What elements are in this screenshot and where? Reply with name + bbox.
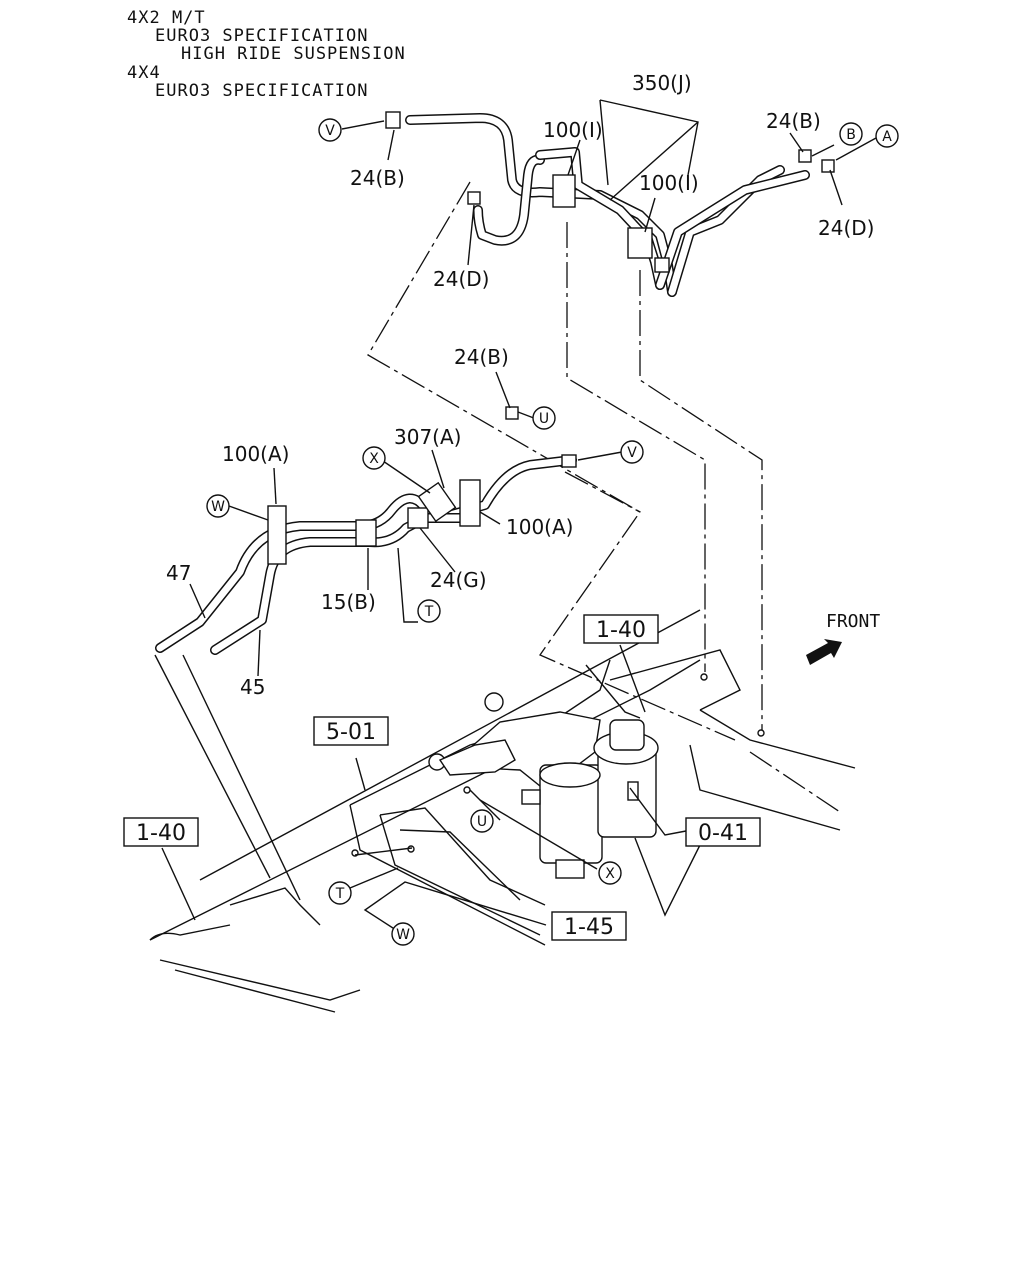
routing-lines	[564, 222, 841, 813]
clamp-small	[654, 257, 670, 273]
marker-v-mid-circle	[620, 440, 644, 464]
marker-x-mid-circle	[362, 446, 386, 470]
clip-100a-right	[459, 479, 481, 527]
label-24g: 24(G)	[430, 568, 487, 592]
clamp-15b	[355, 519, 377, 547]
ref-1-40-top: 1-40	[596, 618, 646, 643]
front-label: FRONT	[826, 611, 880, 632]
spec-line-2: EURO3 SPECIFICATION	[155, 26, 369, 46]
spec-line-3: HIGH RIDE SUSPENSION	[181, 44, 406, 64]
middle-line-assembly	[155, 406, 577, 655]
clip-100a-left	[267, 505, 287, 565]
filter-drain-left	[555, 859, 585, 879]
bracket-arm	[438, 739, 516, 776]
marker-u-low: U	[477, 814, 487, 830]
front-arrow: FRONT	[806, 611, 880, 665]
label-45: 45	[240, 675, 265, 699]
marker-t-low: T	[335, 886, 345, 902]
filter-head-left	[539, 762, 601, 788]
label-100a-right: 100(A)	[506, 515, 573, 539]
label-24b-u: 24(B)	[454, 345, 509, 369]
clamp-24b-b	[798, 149, 812, 163]
ref-box-1-40-left	[123, 817, 199, 847]
clip-100i-b	[627, 227, 653, 259]
end-v-mid	[561, 454, 577, 468]
part-labels: 350(J) 100(I) 100(I) 24(B) 24(B) 24(D) 2…	[166, 71, 874, 699]
marker-b: B	[846, 127, 856, 143]
ref-1-45: 1-45	[564, 915, 614, 940]
clamp-24b-v	[385, 111, 401, 129]
label-100i-a: 100(I)	[543, 118, 603, 142]
label-24d-right: 24(D)	[818, 216, 874, 240]
reference-boxes: 1-40 5-01 1-40 0-41 1-45	[123, 614, 761, 941]
ref-1-40-left: 1-40	[136, 821, 186, 846]
middle-leaders	[154, 371, 623, 901]
label-350j: 350(J)	[632, 71, 692, 95]
marker-w-low-circle	[391, 922, 415, 946]
connection-markers: V B A U X V W T U X T W	[206, 118, 899, 946]
arrow-icon	[806, 639, 842, 665]
label-100a-left: 100(A)	[222, 442, 289, 466]
marker-t-low-circle	[328, 881, 352, 905]
clamp-24d-mid	[467, 191, 481, 205]
marker-u-mid: U	[539, 411, 549, 427]
ref-box-1-40-top	[583, 614, 659, 644]
marker-b-circle	[839, 122, 863, 146]
label-15b: 15(B)	[321, 590, 376, 614]
spec-line-5: EURO3 SPECIFICATION	[155, 81, 369, 101]
marker-v-top-circle	[318, 118, 342, 142]
marker-w-mid: W	[211, 499, 225, 515]
label-24d-mid: 24(D)	[433, 267, 489, 291]
marker-v-top: V	[325, 123, 335, 139]
filter-cap-right	[609, 719, 645, 751]
upper-hose-assembly	[385, 111, 835, 297]
label-307a: 307(A)	[394, 425, 461, 449]
marker-w-low: W	[396, 927, 410, 943]
clamp-24b-u	[505, 406, 519, 420]
spec-line-4: 4X4	[127, 63, 161, 83]
marker-t-mid-circle	[417, 599, 441, 623]
ref-5-01: 5-01	[326, 720, 376, 745]
bracket-bolt-a	[484, 692, 504, 712]
spec-header: 4X2 M/T EURO3 SPECIFICATION HIGH RIDE SU…	[0, 0, 1024, 110]
ref-0-41: 0-41	[698, 821, 748, 846]
marker-t-mid: T	[424, 604, 434, 620]
frame-structure	[149, 609, 856, 1013]
label-24b-b: 24(B)	[766, 109, 821, 133]
marker-v-mid: V	[627, 445, 637, 461]
marker-w-mid-circle	[206, 494, 230, 518]
fuel-filter-assembly	[428, 692, 659, 879]
clamp-24g	[407, 507, 429, 529]
filter-fitting-u	[521, 789, 541, 805]
label-24b-v: 24(B)	[350, 166, 405, 190]
part-307a	[417, 481, 457, 523]
marker-x-low-circle	[598, 861, 622, 885]
marker-a-circle	[875, 124, 899, 148]
ref-box-1-45	[551, 911, 627, 941]
spec-line-1: 4X2 M/T	[127, 8, 206, 28]
ref-box-0-41	[685, 817, 761, 847]
marker-u-low-circle	[470, 809, 494, 833]
marker-x-mid: X	[369, 451, 379, 467]
lower-leaders	[161, 644, 701, 931]
clip-100i-a	[552, 174, 576, 208]
clamp-24d-right	[821, 159, 835, 173]
label-47: 47	[166, 561, 191, 585]
marker-u-mid-circle	[532, 406, 556, 430]
marker-x-low: X	[605, 866, 615, 882]
label-100i-b: 100(I)	[639, 171, 699, 195]
ref-box-5-01	[313, 716, 389, 746]
marker-a: A	[882, 129, 892, 145]
